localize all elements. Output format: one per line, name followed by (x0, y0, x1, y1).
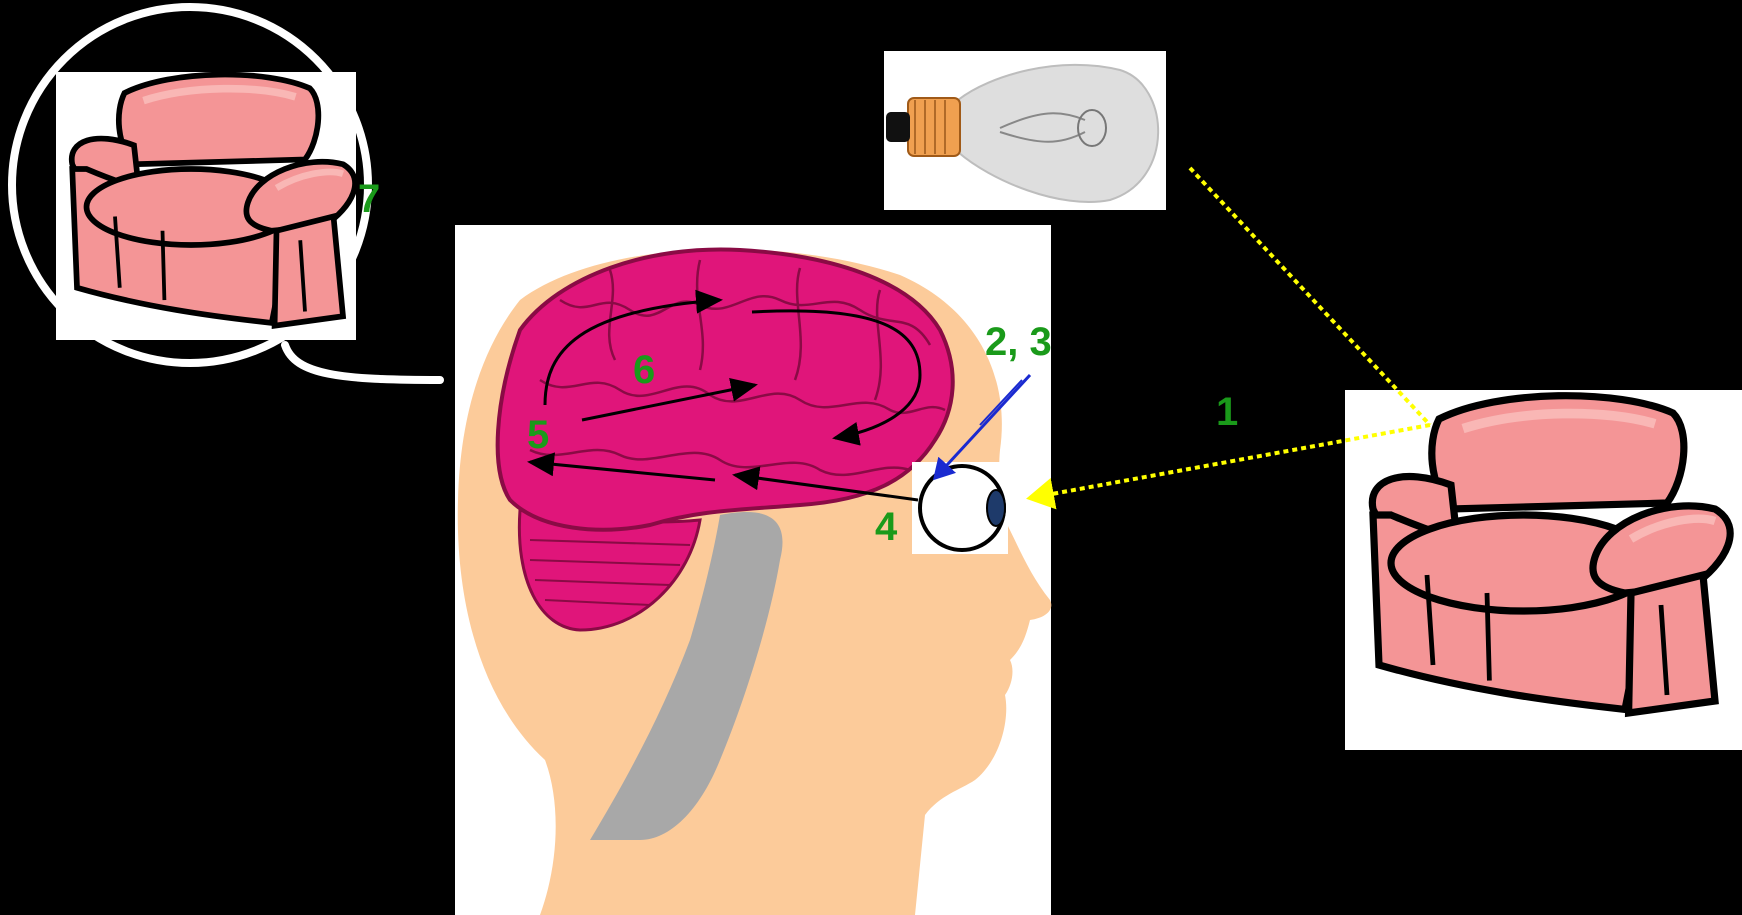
light-bulb (884, 51, 1166, 210)
thought-tail (285, 345, 440, 380)
ray-bulb-to-chair (1190, 168, 1430, 425)
step-label-1: 1 (1216, 390, 1238, 434)
eye (912, 462, 1008, 554)
bulb-contact (886, 112, 910, 142)
iris-icon (987, 490, 1005, 526)
head-diagram (455, 225, 1051, 915)
step-label-2-3: 2, 3 (985, 320, 1052, 364)
step-label-7: 7 (358, 177, 380, 221)
step-label-5: 5 (527, 413, 549, 457)
step-label-4: 4 (875, 505, 898, 549)
real-chair (1345, 390, 1742, 750)
step-label-6: 6 (633, 348, 655, 392)
